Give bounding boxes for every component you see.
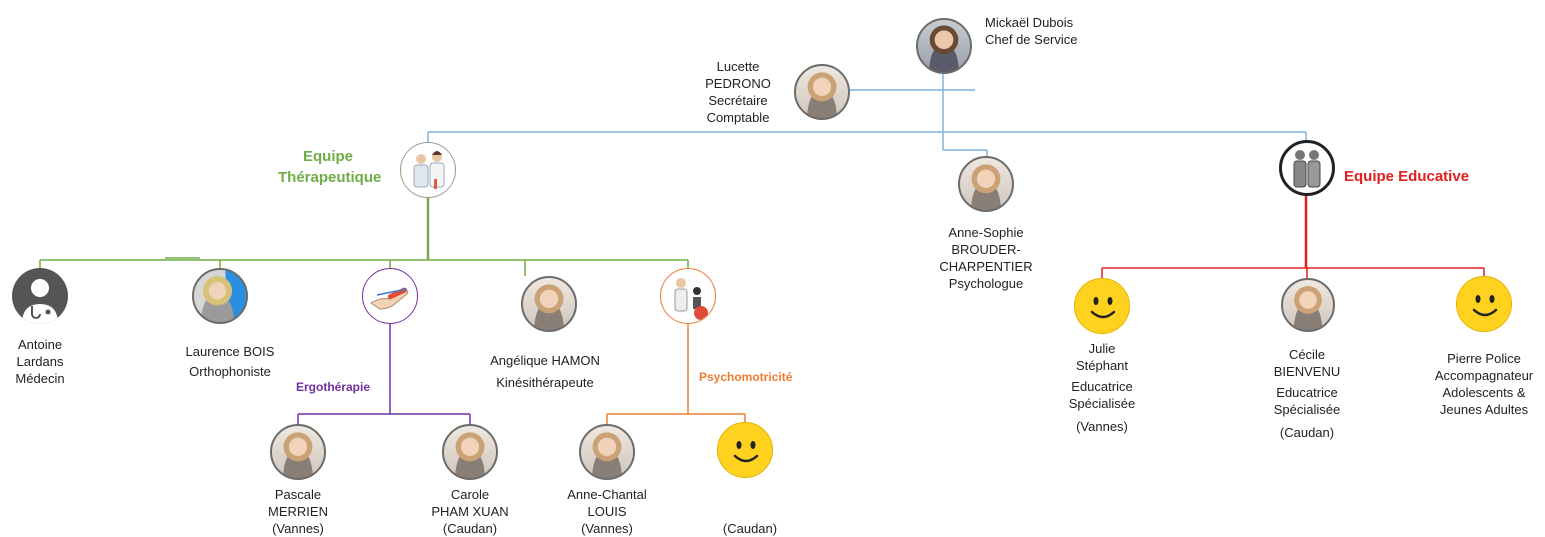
admin-connectors	[427, 72, 1307, 158]
julie-line5: (Vannes)	[1076, 419, 1128, 434]
people-icon	[1279, 140, 1335, 196]
psychomot-vacant-label: (Caudan)	[700, 520, 800, 537]
cecile-line5: (Caudan)	[1279, 425, 1335, 440]
pascale-line1: Pascale	[274, 487, 322, 502]
pierre-line1: Pierre Police	[1447, 351, 1521, 366]
anne-chantal-line2: LOUIS	[587, 504, 627, 519]
psychologist-label: Anne-Sophie BROUDER- CHARPENTIER Psychol…	[926, 224, 1046, 292]
julie-line4: Spécialisée	[1068, 396, 1136, 411]
secretary-photo-avatar	[794, 64, 850, 120]
antoine-line1: Antoine	[17, 337, 63, 352]
pascale-line2: MERRIEN	[268, 504, 328, 519]
laurence-role: Orthophoniste	[189, 364, 271, 379]
smiley-face-icon	[1074, 278, 1130, 334]
hand-therapy-icon	[362, 268, 418, 324]
head-photo-avatar	[916, 18, 972, 74]
secretary-line2: PEDRONO	[705, 76, 771, 91]
team-educative-label: Equipe Educative	[1344, 168, 1470, 185]
educative-connectors	[1101, 194, 1485, 278]
laurence-photo-avatar	[192, 268, 248, 324]
antoine-line2: Lardans	[16, 354, 64, 369]
julie-line3: Educatrice	[1071, 379, 1133, 394]
anne-chantal-photo-avatar	[579, 424, 635, 480]
antoine-line3: Médecin	[15, 371, 65, 386]
team-therapeutic-line1: Equipe	[302, 148, 353, 165]
antoine-label: Antoine Lardans Médecin	[0, 336, 80, 387]
julie-line1: Julie	[1088, 341, 1116, 356]
secretary-line4: Comptable	[706, 110, 770, 125]
ergo-connectors	[297, 324, 471, 424]
psychomot-label: Psychomotricité	[699, 370, 793, 384]
smiley-face-icon	[717, 422, 773, 478]
psychologist-line3: CHARPENTIER	[939, 259, 1033, 274]
pierre-line2: Accompagnateur	[1434, 368, 1534, 383]
head-label: Mickaël Dubois Chef de Service	[985, 14, 1078, 48]
secretary-line3: Secrétaire	[708, 93, 768, 108]
head-name: Mickaël Dubois	[985, 15, 1074, 30]
pierre-label: Pierre Police Accompagnateur Adolescents…	[1424, 350, 1544, 418]
angelique-photo-avatar	[521, 276, 577, 332]
carole-line3: (Caudan)	[442, 521, 498, 536]
team-therapeutic-label: Equipe Thérapeutique	[278, 146, 382, 188]
cecile-photo-avatar	[1281, 278, 1335, 332]
anne-chantal-label: Anne-Chantal LOUIS (Vannes)	[557, 486, 657, 537]
cecile-line4: Spécialisée	[1273, 402, 1341, 417]
pierre-line4: Jeunes Adultes	[1439, 402, 1529, 417]
psychologist-line4: Psychologue	[948, 276, 1024, 291]
doctors-icon	[400, 142, 456, 198]
carole-line1: Carole	[450, 487, 490, 502]
psychologist-line1: Anne-Sophie	[948, 225, 1024, 240]
head-role: Chef de Service	[985, 32, 1078, 47]
psychomot-vacant-line1: (Caudan)	[722, 521, 778, 536]
cecile-label: Cécile BIENVENU Educatrice Spécialisée (…	[1255, 346, 1359, 441]
psychologist-line2: BROUDER-	[951, 242, 1021, 257]
anne-chantal-line3: (Vannes)	[581, 521, 633, 536]
laurence-label: Laurence BOIS Orthophoniste	[160, 342, 300, 382]
laurence-name: Laurence BOIS	[185, 344, 275, 359]
carole-label: Carole PHAM XUAN (Caudan)	[420, 486, 520, 537]
cecile-line2: BIENVENU	[1273, 364, 1341, 379]
ergo-label: Ergothérapie	[296, 380, 371, 394]
secretary-label: Lucette PEDRONO Secrétaire Comptable	[698, 58, 778, 126]
julie-label: Julie Stéphant Educatrice Spécialisée (V…	[1050, 340, 1154, 435]
team-therapeutic-line2: Thérapeutique	[278, 169, 382, 186]
anne-chantal-line1: Anne-Chantal	[567, 487, 647, 502]
therapeutic-connectors	[39, 196, 689, 276]
cecile-line1: Cécile	[1288, 347, 1326, 362]
carole-line2: PHAM XUAN	[431, 504, 509, 519]
pascale-label: Pascale MERRIEN (Vannes)	[248, 486, 348, 537]
psychomotricity-icon	[660, 268, 716, 324]
pascale-photo-avatar	[270, 424, 326, 480]
psychomot-connectors	[606, 322, 746, 424]
angelique-label: Angélique HAMON Kinésithérapeute	[470, 350, 620, 394]
secretary-line1: Lucette	[716, 59, 760, 74]
smiley-face-icon	[1456, 276, 1512, 332]
doctor-avatar-icon	[12, 268, 68, 324]
psychologist-photo-avatar	[958, 156, 1014, 212]
angelique-name: Angélique HAMON	[490, 353, 600, 368]
pascale-line3: (Vannes)	[272, 521, 324, 536]
pierre-line3: Adolescents &	[1442, 385, 1526, 400]
cecile-line3: Educatrice	[1276, 385, 1338, 400]
angelique-role: Kinésithérapeute	[496, 375, 594, 390]
carole-photo-avatar	[442, 424, 498, 480]
julie-line2: Stéphant	[1075, 358, 1129, 373]
